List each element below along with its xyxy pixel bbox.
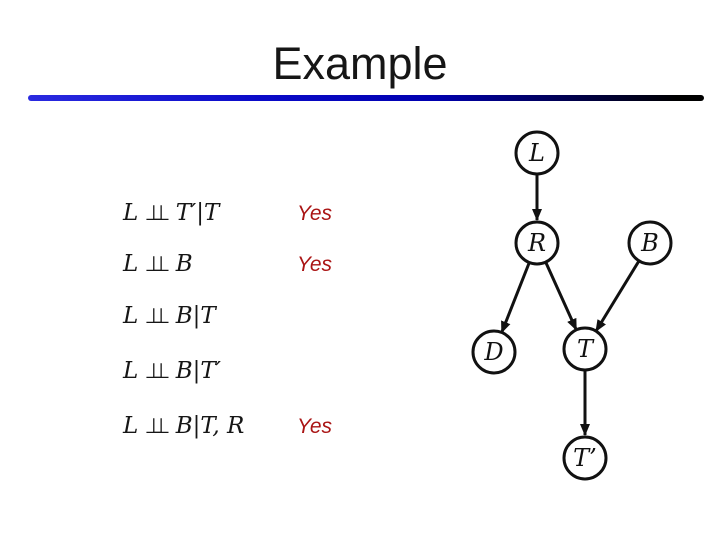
node-circle	[471, 329, 517, 375]
title-underline-rule	[28, 95, 704, 101]
graph-node-d: D	[471, 329, 517, 375]
node-label: T	[577, 335, 595, 363]
node-circle	[627, 220, 673, 266]
independence-symbol: ⊥⊥	[144, 414, 171, 438]
node-circle	[562, 435, 608, 481]
slide-title: Example	[272, 38, 448, 89]
independence-question-row: L⊥⊥B|T	[0, 300, 460, 333]
independence-question-row: L⊥⊥B|T, R Yes	[0, 410, 460, 443]
independence-symbol: ⊥⊥	[144, 252, 171, 276]
bayes-network-diagram: L R B D T T’	[471, 130, 673, 481]
formula-lhs: L	[123, 358, 139, 384]
node-label: L	[528, 139, 545, 167]
node-label: R	[527, 229, 546, 257]
math-formula: L⊥⊥B|T′	[123, 355, 221, 388]
graph-node-r: R	[514, 220, 560, 266]
edge-B-T	[594, 260, 641, 332]
edge-R-D	[500, 261, 531, 334]
formula-rhs: B	[175, 251, 193, 277]
graph-node-b: B	[627, 220, 673, 266]
independence-symbol: ⊥⊥	[144, 359, 171, 383]
math-formula: L⊥⊥B|T, R	[123, 410, 244, 443]
independence-symbol: ⊥⊥	[144, 201, 171, 225]
formula-lhs: L	[123, 413, 139, 439]
edge-R-T	[544, 261, 578, 331]
independence-question-row: L⊥⊥T′|T Yes	[0, 197, 460, 230]
node-circle	[514, 220, 560, 266]
graph-node-l: L	[514, 130, 560, 176]
math-formula: L⊥⊥T′|T	[123, 197, 219, 230]
node-circle	[562, 326, 608, 372]
independence-question-row: L⊥⊥B|T′	[0, 355, 460, 388]
formula-rhs: T′|T	[175, 200, 220, 226]
graph-node-t: T	[562, 326, 608, 372]
node-label: B	[640, 229, 659, 257]
formula-lhs: L	[123, 251, 139, 277]
node-label: T’	[573, 444, 597, 472]
formula-rhs: B|T	[175, 303, 216, 329]
formula-rhs: B|T, R	[175, 413, 245, 439]
formula-lhs: L	[123, 200, 139, 226]
math-formula: L⊥⊥B|T	[123, 300, 216, 333]
independence-question-row: L⊥⊥B Yes	[0, 248, 460, 281]
math-formula: L⊥⊥B	[123, 248, 193, 281]
independence-symbol: ⊥⊥	[144, 304, 171, 328]
formula-lhs: L	[123, 303, 139, 329]
answer-label: Yes	[297, 415, 333, 438]
answer-label: Yes	[297, 202, 333, 225]
node-circle	[514, 130, 560, 176]
formula-rhs: B|T′	[175, 358, 221, 384]
graph-node-t-prime: T’	[562, 435, 608, 481]
answer-label: Yes	[297, 253, 333, 276]
node-label: D	[483, 338, 503, 366]
